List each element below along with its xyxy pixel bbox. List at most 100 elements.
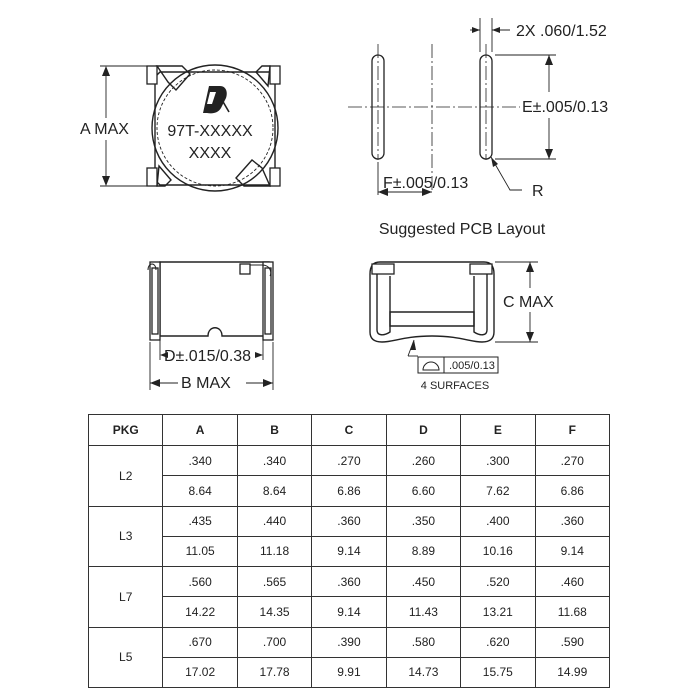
mechanical-drawing: 97T-XXXXX XXXX A MAX 2X .060/1.52: [80, 18, 608, 392]
table-cell: .460: [534, 565, 611, 598]
table-cell: .300: [460, 444, 536, 477]
table-cell: 14.73: [385, 656, 462, 689]
table-cell: 14.22: [162, 596, 238, 628]
pcb-layout-title: Suggested PCB Layout: [379, 221, 546, 238]
pkg-cell: L3: [87, 505, 164, 567]
package-dimension-table: PKG A B C D E F L2 .340 .340 .270 .260 .…: [87, 414, 611, 689]
table-cell: .590: [534, 626, 611, 658]
table-cell: .270: [311, 444, 387, 477]
table-row: 8.64 8.64 6.86 6.60 7.62 6.86: [89, 475, 611, 507]
table-header-row: PKG A B C D E F: [87, 414, 611, 446]
table-row: 11.05 11.18 9.14 8.89 10.16 9.14: [89, 535, 611, 568]
table-cell: 11.43: [385, 596, 462, 628]
front-view: D±.015/0.38 B MAX: [147, 261, 274, 392]
table-cell: .270: [534, 444, 611, 477]
table-header-cell: C: [311, 414, 387, 446]
manufacturer-logo-icon: [203, 86, 230, 114]
table-cell: .360: [534, 505, 611, 537]
pcb-layout-view: 2X .060/1.52 E±.005/0.13 F±.005/0.13 R S…: [348, 18, 608, 238]
flatness-symbol-icon: [422, 361, 440, 371]
table-cell: 10.16: [460, 535, 536, 568]
dim-a-label: A MAX: [80, 121, 129, 138]
tolerance-note: 4 SURFACES: [421, 380, 489, 392]
top-view: 97T-XXXXX XXXX A MAX: [80, 64, 281, 192]
table-header-cell: PKG: [87, 414, 164, 446]
table-cell: 6.86: [311, 475, 387, 507]
table-cell: .560: [162, 565, 238, 598]
table-row: L7 .560 .565 .360 .450 .520 .460: [87, 565, 611, 628]
table-cell: .670: [162, 626, 238, 658]
dim-b-label: B MAX: [181, 375, 231, 392]
table-row: 17.02 17.78 9.91 14.73 15.75 14.99: [89, 656, 611, 689]
top-view-clip-bottom-right: [235, 159, 272, 187]
top-view-core: [151, 64, 279, 192]
table-cell: .440: [236, 505, 313, 537]
top-view-core-dashed: [156, 69, 274, 187]
tolerance-frame: [417, 356, 499, 374]
dim-e-label: E±.005/0.13: [522, 99, 608, 116]
table-cell: 13.21: [460, 596, 536, 628]
top-view-tab-top-left: [146, 65, 158, 85]
table-cell: .360: [311, 505, 387, 537]
table-cell: .260: [385, 444, 462, 477]
table-header-cell: A: [162, 414, 238, 446]
dim-f-label: F±.005/0.13: [383, 175, 468, 192]
table-cell: 6.86: [534, 475, 611, 507]
dim-pad-width-label: 2X .060/1.52: [516, 23, 607, 40]
table-header-cell: E: [460, 414, 536, 446]
part-marking-line2: XXXX: [189, 145, 232, 162]
table-header-cell: B: [236, 414, 313, 446]
dim-d-label: D±.015/0.38: [164, 348, 251, 365]
table-cell: .435: [162, 505, 238, 537]
pkg-cell: L5: [87, 626, 164, 688]
table-cell: .360: [311, 565, 387, 598]
table-cell: 8.64: [162, 475, 238, 507]
table-cell: .340: [162, 444, 238, 477]
table-row: L5 .670 .700 .390 .580 .620 .590: [87, 626, 611, 688]
dim-c-label: C MAX: [503, 294, 554, 311]
table-cell: 8.64: [236, 475, 313, 507]
table-row: L2 .340 .340 .270 .260 .300 .270: [87, 444, 611, 507]
table-cell: 17.02: [162, 656, 238, 689]
table-row: L3 .435 .440 .360 .350 .400 .360: [87, 505, 611, 567]
table-cell: .400: [460, 505, 536, 537]
table-cell: 11.05: [162, 535, 238, 568]
table-cell: .340: [236, 444, 313, 477]
table-cell: 9.14: [311, 535, 387, 568]
top-view-tab-top-right: [269, 65, 281, 85]
table-cell: .620: [460, 626, 536, 658]
dim-r-label: R: [532, 183, 544, 200]
table-cell: 11.68: [534, 596, 611, 628]
table-cell: 9.91: [311, 656, 387, 689]
table-cell: .520: [460, 565, 536, 598]
table-cell: 11.18: [236, 535, 313, 568]
table-cell: .565: [236, 565, 313, 598]
top-view-clip-top-right: [255, 65, 271, 88]
table-cell: 8.89: [385, 535, 462, 568]
top-view-tab-bottom-right: [269, 167, 281, 187]
table-cell: 9.14: [311, 596, 387, 628]
side-view-body: [369, 261, 495, 343]
table-cell: 15.75: [460, 656, 536, 689]
table-cell: .700: [236, 626, 313, 658]
table-cell: 9.14: [534, 535, 611, 568]
table-cell: 14.35: [236, 596, 313, 628]
table-cell: .450: [385, 565, 462, 598]
table-cell: 6.60: [385, 475, 462, 507]
pkg-cell: L7: [87, 566, 164, 628]
table-header-cell: F: [534, 414, 611, 446]
table-cell: 14.99: [534, 656, 611, 689]
table-cell: .390: [311, 626, 387, 658]
table-cell: 17.78: [236, 656, 313, 689]
table-cell: .580: [385, 626, 462, 658]
part-marking-line1: 97T-XXXXX: [167, 123, 253, 140]
table-row: 14.22 14.35 9.14 11.43 13.21 11.68: [89, 596, 611, 628]
table-header-cell: D: [385, 414, 462, 446]
front-view-body: [159, 261, 270, 337]
tolerance-value: .005/0.13: [449, 360, 495, 372]
pkg-cell: L2: [87, 445, 164, 507]
side-view: C MAX .005/0.13 4 SURFACES: [369, 261, 554, 392]
table-cell: .350: [385, 505, 462, 537]
top-view-clip-top-left: [155, 65, 191, 92]
table-cell: 7.62: [460, 475, 536, 507]
